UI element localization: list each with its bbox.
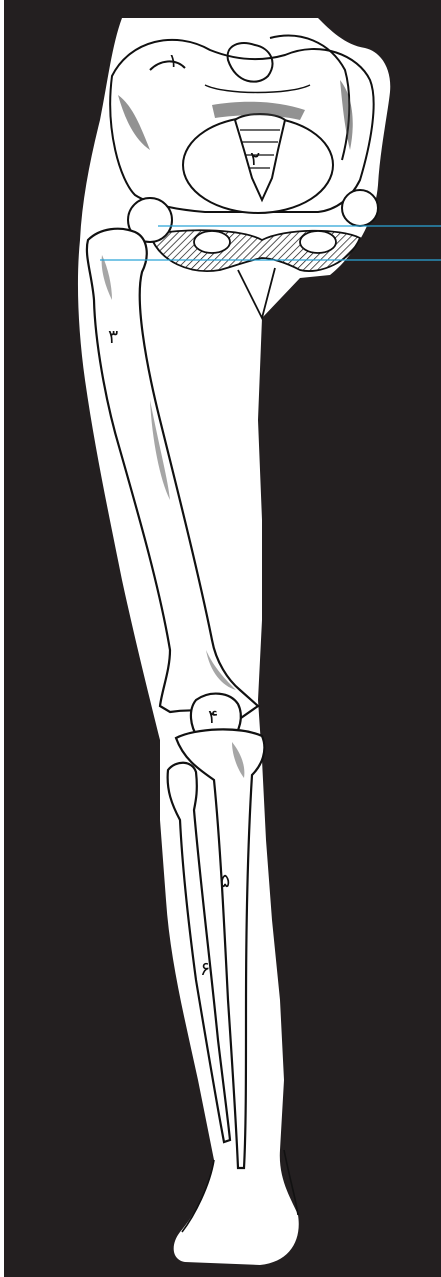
left-edge-strip <box>0 0 4 1277</box>
label-tibia: ۵ <box>220 872 230 891</box>
label-sacrum: ۲ <box>250 150 260 169</box>
label-femur: ۳ <box>108 328 118 347</box>
label-ilium: ۱ <box>168 52 178 71</box>
label-patella: ۴ <box>208 708 218 727</box>
label-fibula: ۶ <box>200 960 210 979</box>
